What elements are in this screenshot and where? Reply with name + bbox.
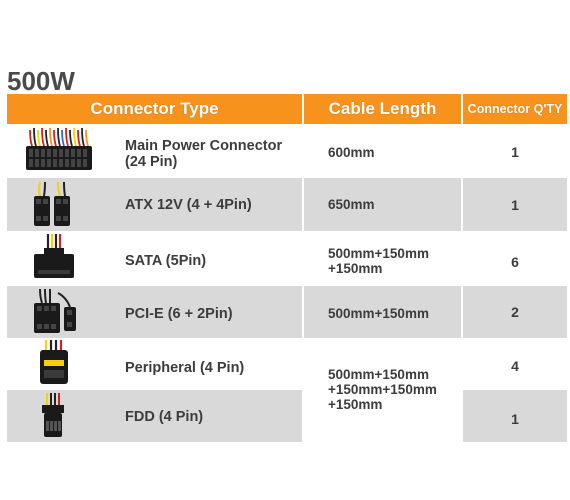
connector-name: Peripheral (4 Pin) xyxy=(125,360,245,376)
row-bg xyxy=(463,286,567,338)
row-bg xyxy=(304,178,461,231)
molex-connector-icon xyxy=(40,340,68,384)
shared-cable-length: 500mm+150mm +150mm+150mm +150mm xyxy=(328,367,460,412)
cable-length: 600mm xyxy=(328,145,375,160)
connector-name: Main Power Connector (24 Pin) xyxy=(125,138,300,170)
connector-name: FDD (4 Pin) xyxy=(125,409,204,425)
fdd-connector-icon xyxy=(42,393,64,437)
atx-8-pin-connector-icon xyxy=(34,181,70,226)
cable-length: 500mm+150mm +150mm xyxy=(328,246,460,276)
connector-qty: 1 xyxy=(511,144,519,160)
header-connector-type: Connector Type xyxy=(7,94,302,124)
cable-length-line: +150mm xyxy=(328,261,383,276)
cable-length-line: 500mm+150mm xyxy=(328,246,429,261)
header-cable-length: Cable Length xyxy=(304,94,461,124)
connector-qty: 6 xyxy=(511,254,519,270)
connector-qty: 4 xyxy=(511,358,519,374)
header-connector-qty: Connector Q'TY xyxy=(463,94,567,124)
connector-name: SATA (5Pin) xyxy=(125,253,207,269)
24-pin-connector-icon xyxy=(26,127,92,170)
connector-name: ATX 12V (4 + 4Pin) xyxy=(125,197,252,213)
cable-length: 500mm+150mm xyxy=(328,306,429,321)
row-bg xyxy=(463,178,567,231)
row-bg xyxy=(304,286,461,338)
sata-connector-icon xyxy=(34,234,74,278)
cable-length-line: +150mm xyxy=(328,397,383,412)
pcie-connector-icon xyxy=(34,288,76,333)
connector-name-line: (24 Pin) xyxy=(125,154,178,170)
connector-name-line: Main Power Connector xyxy=(125,138,283,154)
cable-length-line: 500mm+150mm xyxy=(328,367,429,382)
connector-qty: 2 xyxy=(511,304,519,320)
cable-length-line: +150mm+150mm xyxy=(328,382,437,397)
connector-name: PCI-E (6 + 2Pin) xyxy=(125,306,233,322)
page-title: 500W xyxy=(7,66,75,96)
row-bg xyxy=(463,390,567,442)
connector-qty: 1 xyxy=(511,197,519,213)
connector-qty: 1 xyxy=(511,411,519,427)
cable-length: 650mm xyxy=(328,197,375,212)
